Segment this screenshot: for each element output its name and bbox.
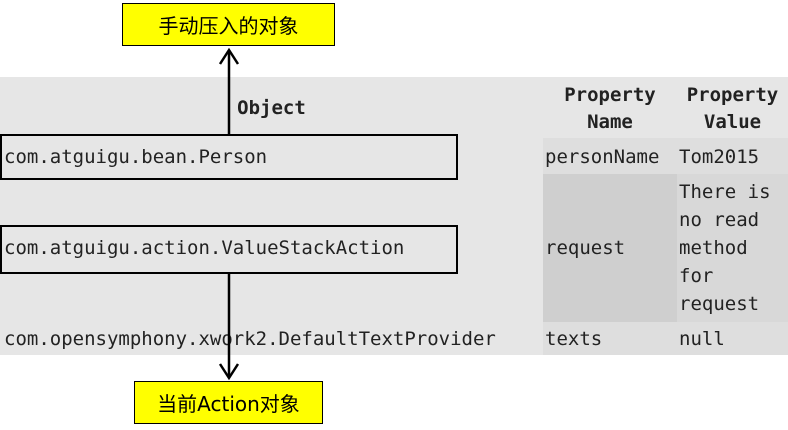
table-row-property-value: There is no read method for request: [679, 178, 787, 318]
value-line: There is: [679, 181, 771, 203]
arrow-down: [218, 274, 240, 381]
header-property-name-line1: Property: [564, 84, 656, 106]
cell-bg: [677, 174, 788, 322]
header-property-value-line1: Property: [686, 84, 779, 106]
cell-bg: [543, 174, 677, 322]
table-row-property-name: request: [545, 237, 626, 259]
value-line: method: [679, 237, 748, 259]
table-row-property-value: null: [679, 328, 725, 350]
table-row-object: com.atguigu.bean.Person: [4, 146, 268, 168]
cell-bg: [677, 322, 788, 355]
highlight-box-action: [0, 225, 458, 274]
table-row-property-value: Tom2015: [679, 146, 760, 168]
header-property-value: Property Value: [677, 82, 788, 136]
value-line: for: [679, 265, 714, 287]
table-row-property-name: personName: [545, 146, 660, 168]
table-row-object: com.opensymphony.xwork2.DefaultTextProvi…: [4, 328, 496, 350]
callout-manually-pushed: 手动压入的对象: [122, 3, 335, 46]
cell-bg: [543, 138, 677, 174]
header-property-value-line2: Value: [703, 111, 762, 133]
cell-bg: [677, 138, 788, 174]
callout-current-action: 当前Action对象: [134, 381, 323, 424]
header-property-name: Property Name: [543, 82, 677, 136]
table-row-property-name: texts: [545, 328, 603, 350]
arrow-up: [218, 47, 240, 134]
highlight-box-person: [0, 134, 458, 180]
value-line: request: [679, 293, 760, 315]
value-line: no read: [679, 209, 760, 231]
table-row-object: com.atguigu.action.ValueStackAction: [4, 237, 405, 259]
header-object: Object: [237, 97, 306, 119]
header-property-name-line2: Name: [587, 111, 633, 133]
cell-bg: [543, 322, 677, 355]
